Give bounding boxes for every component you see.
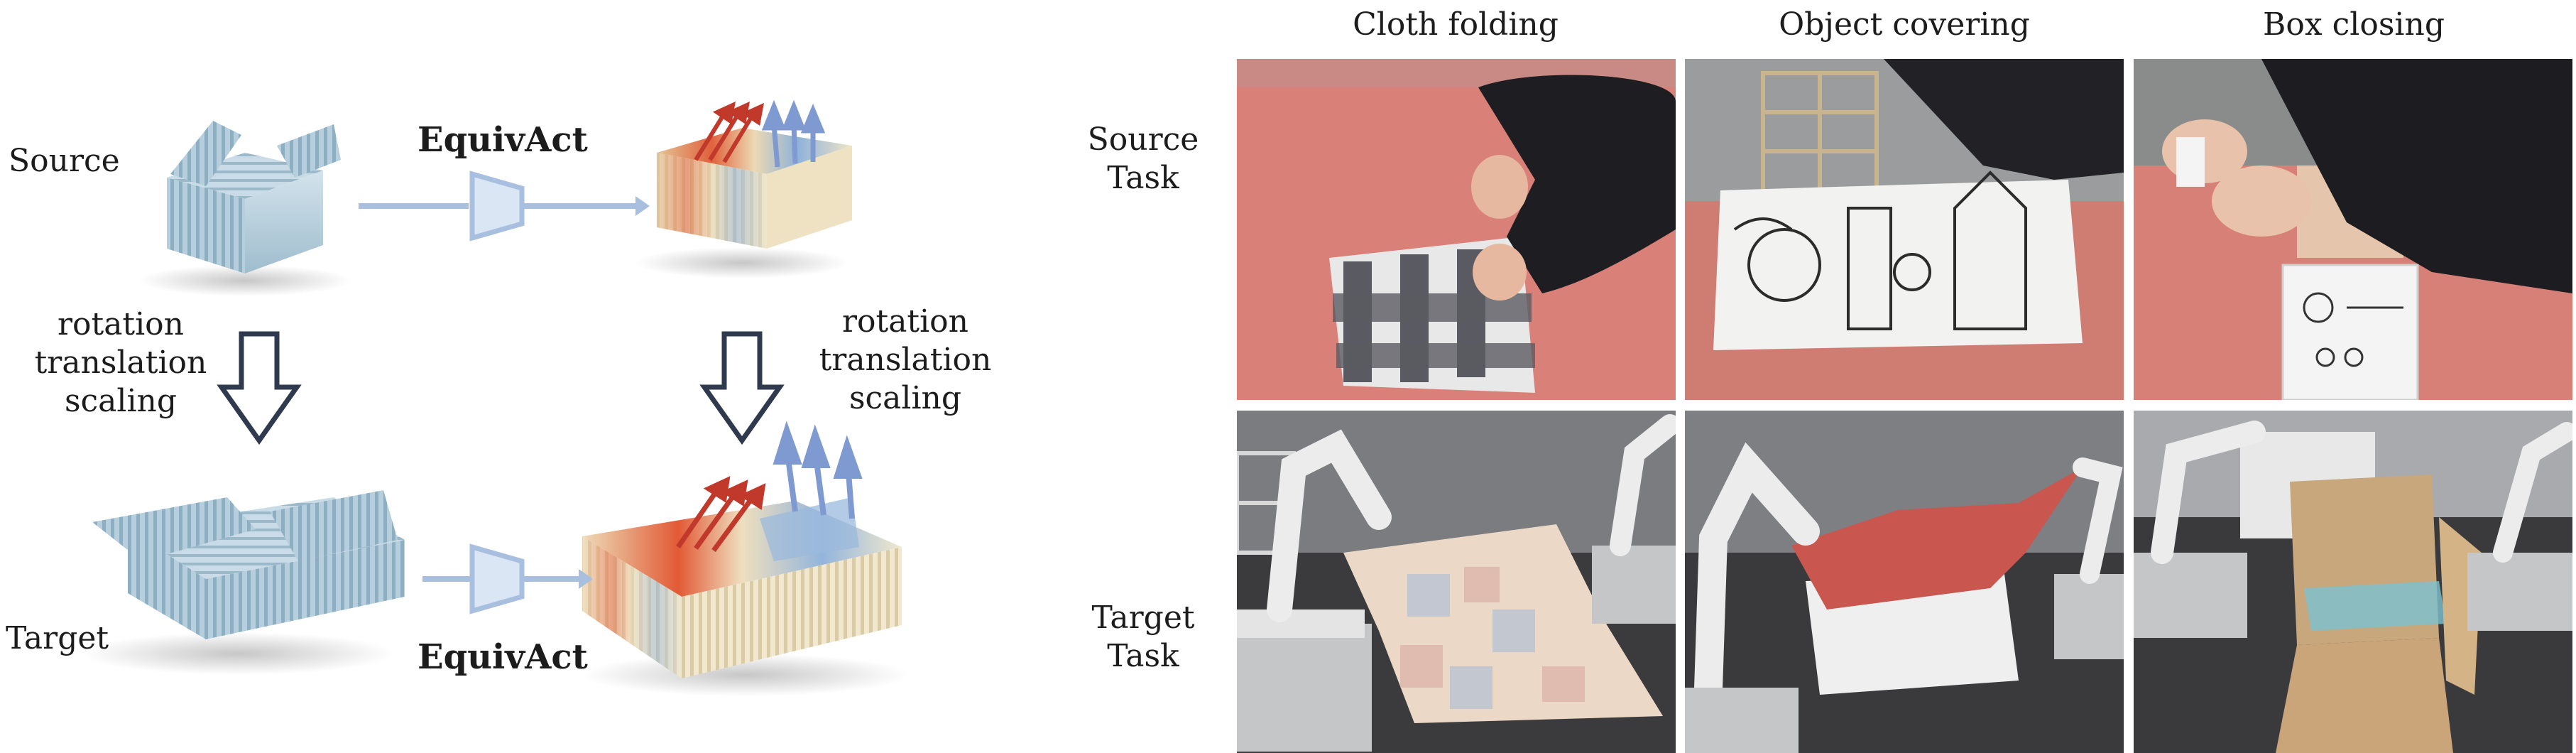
row-target-line-1: Target (1091, 600, 1195, 636)
source-box-pointcloud (138, 121, 351, 296)
transform-left-line-2: translation (34, 345, 207, 381)
column-header-object-covering: Object covering (1779, 6, 2030, 43)
photo-source-box-closing (2134, 59, 2572, 400)
top-encoder-arrow (359, 170, 650, 242)
bottom-encoder-arrow (422, 543, 593, 614)
transform-arrow-left (217, 331, 302, 445)
photo-target-object-covering (1685, 411, 2124, 753)
target-heatmap-box (582, 421, 909, 696)
row-target-line-2: Task (1107, 638, 1179, 674)
transform-text-right: rotation translation scaling (813, 303, 998, 418)
transform-arrow-right (699, 331, 785, 445)
row-header-source-task: Source Task (1072, 121, 1214, 197)
column-header-cloth-folding: Cloth folding (1353, 6, 1559, 43)
target-box-pointcloud (82, 490, 405, 675)
photo-source-cloth-folding (1237, 59, 1676, 400)
row-header-target-task: Target Task (1072, 599, 1214, 676)
transform-text-left: rotation translation scaling (28, 305, 213, 421)
transform-left-line-1: rotation (57, 306, 185, 342)
row-source-line-2: Task (1107, 160, 1179, 196)
equivact-label-bottom: EquivAct (417, 637, 588, 677)
row-source-line-1: Source (1087, 121, 1199, 158)
equivact-label-top: EquivAct (417, 120, 588, 160)
photo-target-box-closing (2134, 411, 2572, 753)
source-heatmap-box (635, 99, 852, 278)
column-header-box-closing: Box closing (2263, 6, 2445, 43)
photo-target-cloth-folding (1237, 411, 1676, 753)
transform-right-line-2: translation (819, 342, 992, 378)
source-label: Source (9, 143, 120, 179)
transform-right-line-3: scaling (848, 380, 962, 416)
left-diagram-graphics (82, 99, 909, 696)
transform-left-line-3: scaling (64, 383, 178, 419)
photo-source-object-covering (1685, 59, 2124, 400)
transform-right-line-1: rotation (841, 303, 969, 340)
